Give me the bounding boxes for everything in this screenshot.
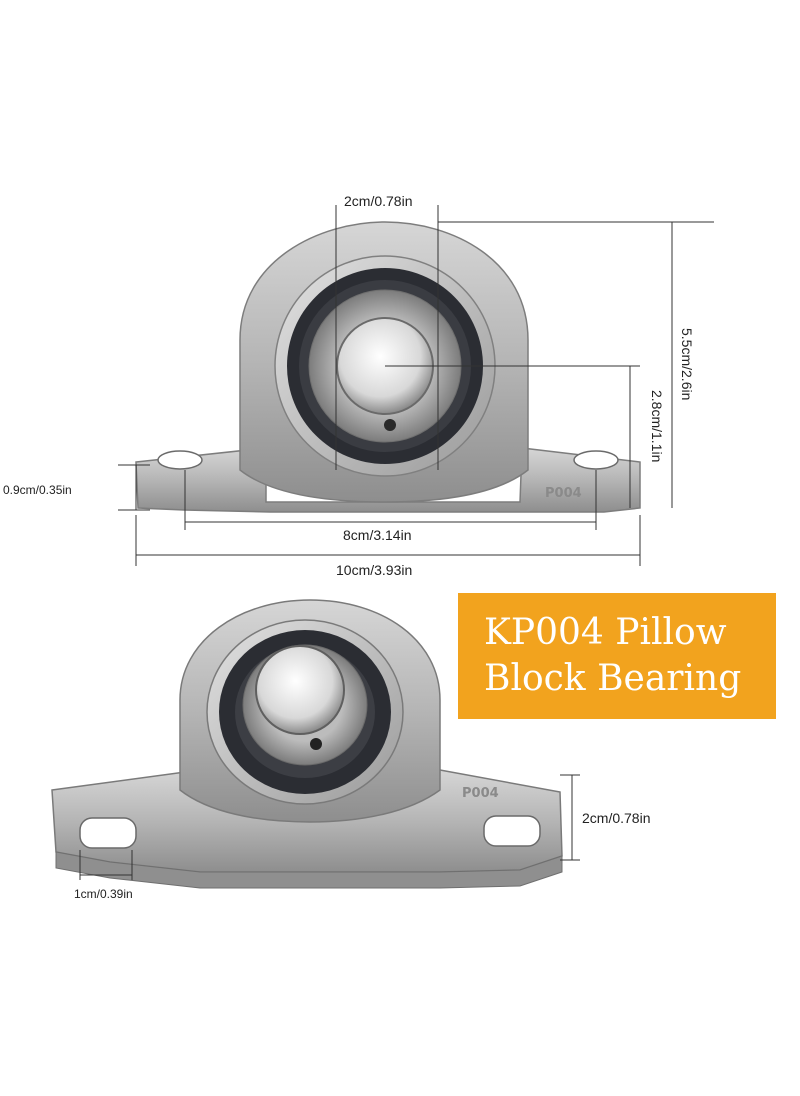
bearing-front-view: P004	[118, 205, 714, 566]
product-title-banner: KP004 Pillow Block Bearing	[458, 593, 776, 719]
center-height-label: 2.8cm/1.1in	[649, 390, 665, 463]
base-thickness-label: 0.9cm/0.35in	[3, 483, 72, 497]
hole-width-label: 1cm/0.39in	[74, 887, 133, 901]
total-height-label: 5.5cm/2.6in	[679, 328, 695, 401]
housing-mark-text-2: P004	[462, 786, 499, 801]
total-length-label: 10cm/3.93in	[336, 562, 413, 578]
bearing-perspective-view: P004	[51, 599, 580, 889]
housing-mark-text: P004	[545, 486, 582, 501]
banner-title-line-1: KP004 Pillow	[484, 612, 727, 653]
banner-title-line-2: Block Bearing	[484, 658, 742, 699]
dimension-lines-top	[118, 205, 714, 566]
dimension-lines-bottom	[79, 774, 580, 880]
base-height-label: 2cm/0.78in	[582, 810, 651, 826]
hole-spacing-label: 8cm/3.14in	[343, 527, 412, 543]
bore-dimension-label: 2cm/0.78in	[344, 193, 413, 209]
